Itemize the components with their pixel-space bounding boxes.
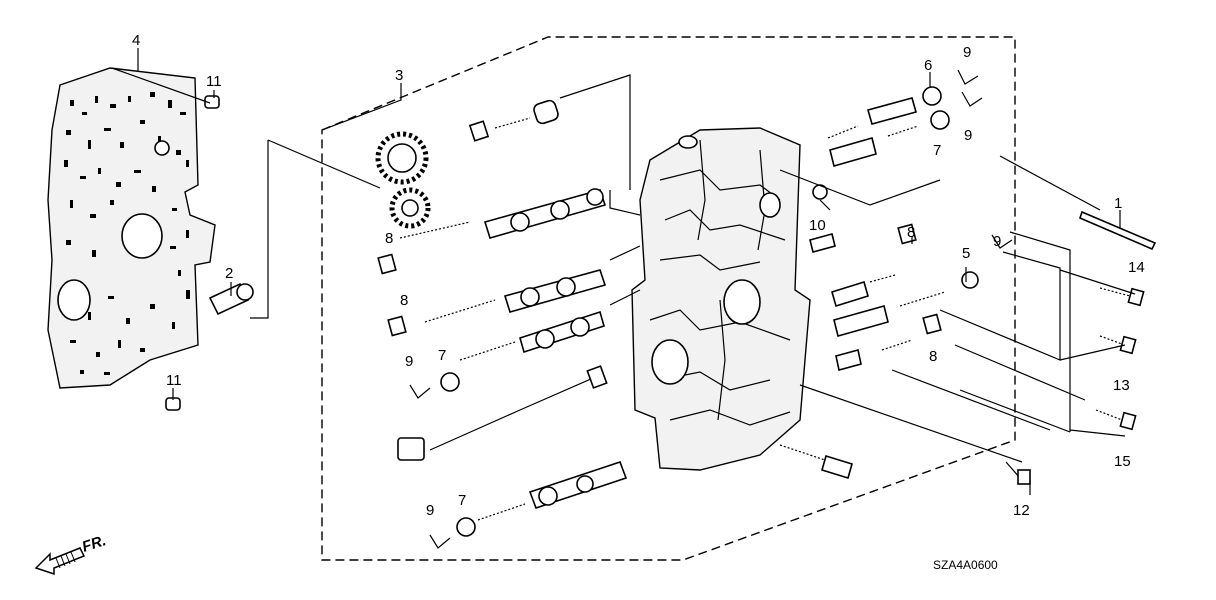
front-direction-arrow-icon bbox=[34, 547, 86, 576]
callout-label: 4 bbox=[132, 32, 140, 49]
callout-label: 6 bbox=[924, 57, 932, 74]
callout-label: 12 bbox=[1013, 502, 1030, 519]
callout-label: 10 bbox=[809, 217, 826, 234]
callout-label: 1 bbox=[1114, 195, 1122, 212]
separator-plate bbox=[47, 67, 216, 389]
callout-label: 8 bbox=[400, 292, 408, 309]
pump-gears bbox=[375, 131, 431, 229]
callout-label: 11 bbox=[206, 73, 222, 90]
callout-labels: 1 2 3 4 5 6 7 7 7 8 8 8 8 9 9 9 9 9 10 1… bbox=[132, 32, 1145, 519]
callout-label: 2 bbox=[225, 265, 233, 282]
callout-label: 9 bbox=[964, 127, 972, 144]
valve-group-left bbox=[377, 99, 628, 549]
front-direction-label: FR. bbox=[80, 532, 108, 556]
callout-label: 7 bbox=[438, 347, 446, 364]
callout-label: 7 bbox=[933, 142, 941, 159]
callout-label: 13 bbox=[1113, 377, 1130, 394]
diagram-code: SZA4A0600 bbox=[933, 558, 998, 572]
callout-label: 8 bbox=[385, 230, 393, 247]
leader-lines bbox=[111, 48, 1136, 495]
assembly-boundary bbox=[321, 36, 1016, 561]
callout-label: 14 bbox=[1128, 259, 1145, 276]
callout-label: 9 bbox=[993, 233, 1001, 250]
callout-label: 3 bbox=[395, 67, 403, 84]
callout-label: 8 bbox=[907, 224, 915, 241]
callout-label: 9 bbox=[405, 353, 413, 370]
main-valve-body bbox=[631, 127, 811, 471]
callout-label: 7 bbox=[458, 492, 466, 509]
callout-label: 8 bbox=[929, 348, 937, 365]
callout-label: 11 bbox=[166, 372, 182, 389]
callout-label: 5 bbox=[962, 245, 970, 262]
callout-label: 9 bbox=[963, 44, 971, 61]
callout-label: 15 bbox=[1114, 453, 1131, 470]
small-parts bbox=[165, 95, 254, 411]
callout-label: 9 bbox=[426, 502, 434, 519]
